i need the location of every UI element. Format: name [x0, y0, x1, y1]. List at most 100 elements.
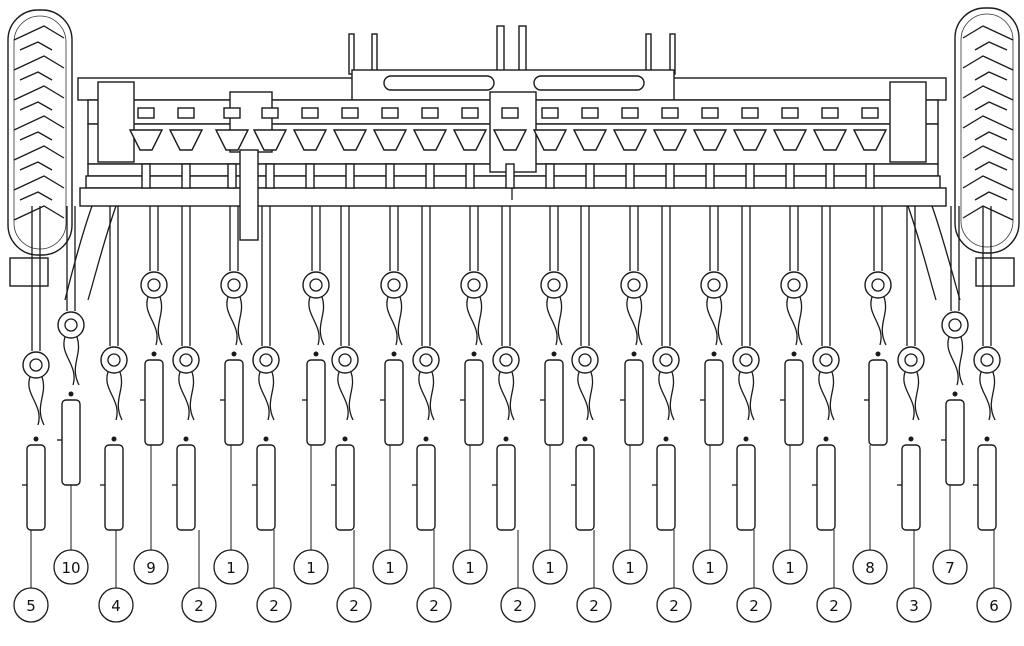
- spring-arm: [337, 371, 349, 421]
- spring-arm: [637, 296, 643, 346]
- callout-circle: [416, 587, 452, 623]
- callout: 2: [416, 530, 452, 623]
- callout: 2: [336, 530, 372, 623]
- press-wheel-hub: [467, 278, 481, 292]
- coulter-unit: [380, 206, 408, 446]
- callout: 8: [852, 445, 888, 585]
- bolt: [743, 436, 749, 442]
- press-wheel-hub: [980, 353, 994, 367]
- callout-label: 1: [625, 559, 635, 577]
- metering-cup: [128, 129, 164, 151]
- coulter-unit: [780, 206, 808, 446]
- metering-housing: [381, 107, 399, 119]
- coulter-shoe: [104, 444, 124, 531]
- callout-label: 6: [989, 597, 999, 615]
- seed-tube: [825, 163, 835, 189]
- coulter-shoe: [306, 359, 326, 446]
- press-wheel: [732, 346, 760, 374]
- right-tyre: [954, 7, 1020, 254]
- coulter-unit: [302, 206, 330, 446]
- callout-circle: [656, 587, 692, 623]
- coulter-unit: [100, 206, 128, 531]
- metering-housing: [461, 107, 479, 119]
- press-wheel: [973, 346, 1001, 374]
- bolt: [151, 351, 157, 357]
- callout-label: 1: [385, 559, 395, 577]
- side-arms: [9, 205, 1015, 301]
- bolt: [263, 436, 269, 442]
- press-wheel: [252, 346, 280, 374]
- spring-arm: [903, 371, 915, 421]
- seed-tube: [545, 163, 555, 189]
- seed-tube: [865, 163, 875, 189]
- coulter-unit: [220, 206, 248, 446]
- spring-arm: [818, 371, 830, 421]
- coulter-unit: [620, 206, 648, 446]
- press-wheel: [412, 346, 440, 374]
- callout-label: 10: [61, 559, 80, 577]
- callout: 2: [256, 530, 292, 623]
- metering-housing: [541, 107, 559, 119]
- bolt: [711, 351, 717, 357]
- callout: 2: [181, 530, 217, 623]
- callout: 1: [293, 445, 329, 585]
- left-tyre: [7, 9, 73, 256]
- callout-label: 7: [945, 559, 955, 577]
- bolt: [391, 351, 397, 357]
- spring-arm: [706, 296, 718, 346]
- callout-label: 5: [26, 597, 36, 615]
- metering-housing: [741, 107, 759, 119]
- spring-arm: [577, 371, 589, 421]
- press-wheel: [302, 271, 330, 299]
- bolt: [631, 351, 637, 357]
- spring-arm: [749, 371, 755, 421]
- press-wheel-hub: [64, 318, 78, 332]
- bolt: [908, 436, 914, 442]
- callout-circle: [976, 587, 1012, 623]
- coulter-shoe: [496, 444, 516, 531]
- callout-label: 9: [146, 559, 156, 577]
- metering-housing: [701, 107, 719, 119]
- metering-housing: [137, 107, 155, 119]
- press-wheel: [57, 311, 85, 339]
- press-wheel: [220, 271, 248, 299]
- spring-arm: [881, 296, 887, 346]
- coulter-unit: [140, 206, 168, 446]
- bolt: [68, 391, 74, 397]
- callout: 1: [452, 445, 488, 585]
- callout-label: 2: [349, 597, 359, 615]
- metering-housing: [301, 107, 319, 119]
- bolt: [663, 436, 669, 442]
- press-wheel-hub: [419, 353, 433, 367]
- spring-arm: [717, 296, 723, 346]
- spring-arm: [348, 371, 354, 421]
- callout-circle: [133, 549, 169, 585]
- press-wheel: [941, 311, 969, 339]
- callout-circle: [336, 587, 372, 623]
- coulter-unit: [22, 206, 50, 531]
- spring-arm: [546, 296, 558, 346]
- spring-arm: [658, 371, 670, 421]
- metering-cup: [412, 129, 448, 151]
- seed-tube: [345, 163, 355, 189]
- press-wheel-hub: [787, 278, 801, 292]
- press-wheel: [331, 346, 359, 374]
- press-wheel-hub: [819, 353, 833, 367]
- spring-arm: [386, 296, 398, 346]
- callout-label: 8: [865, 559, 875, 577]
- press-wheel-hub: [871, 278, 885, 292]
- callout-label: 2: [513, 597, 523, 615]
- callout-circle: [452, 549, 488, 585]
- seed-tube: [305, 163, 315, 189]
- callout-label: 1: [465, 559, 475, 577]
- press-wheel: [620, 271, 648, 299]
- callout-label: 2: [589, 597, 599, 615]
- metering-housing: [581, 107, 599, 119]
- callout-label: 2: [429, 597, 439, 615]
- seed-tube: [465, 163, 475, 189]
- spring-arm: [63, 336, 75, 386]
- spring-arm: [258, 371, 270, 421]
- spring-arm: [870, 296, 882, 346]
- press-wheel: [812, 346, 840, 374]
